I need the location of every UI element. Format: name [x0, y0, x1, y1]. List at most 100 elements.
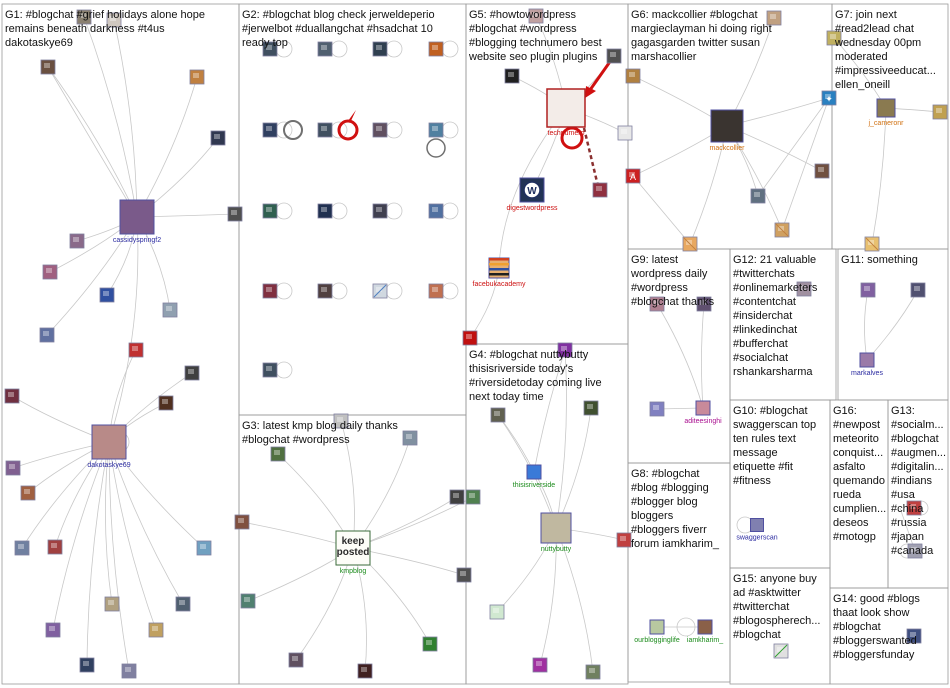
avatar-highlight	[432, 126, 438, 131]
node-mackcollier: mackcollier	[709, 110, 745, 152]
group-title-line: G12: 21 valuable	[733, 254, 816, 266]
avatar-highlight	[321, 45, 327, 50]
avatar-image	[92, 425, 126, 459]
avatar-highlight	[46, 268, 52, 273]
group-title-line: #insiderchat	[733, 310, 792, 322]
avatar-highlight	[469, 493, 475, 498]
avatar-highlight	[266, 126, 272, 131]
group-title-line: #twitterchats	[733, 268, 795, 280]
facebuk-logo-stripe	[489, 268, 509, 271]
group-title-line: #blogging technumero best	[469, 37, 602, 49]
avatar-highlight	[8, 392, 14, 397]
group-title-line: #indians	[891, 475, 932, 487]
user-node	[373, 204, 387, 218]
user-node	[289, 653, 303, 667]
group-title-line: G9: latest	[631, 254, 678, 266]
user-node	[5, 389, 19, 403]
avatar-highlight	[214, 134, 220, 139]
node-label: markalves	[851, 370, 883, 377]
kmpblog-logo-text: keep	[342, 536, 365, 547]
facebuk-logo-stripe	[489, 263, 509, 266]
user-node	[163, 303, 177, 317]
avatar-image	[711, 110, 743, 142]
group-title-line: #blogger blog	[631, 496, 698, 508]
avatar-highlight	[596, 186, 602, 191]
user-node	[618, 126, 632, 140]
user-node	[41, 60, 55, 74]
group-title-line: G11: something	[841, 254, 918, 266]
avatar-highlight	[361, 667, 367, 672]
user-node	[429, 42, 443, 56]
avatar-highlight	[43, 331, 49, 336]
user-node	[129, 343, 143, 357]
group-title-line: #impressiveeducat...	[835, 65, 936, 77]
avatar-highlight	[132, 346, 138, 351]
group-title-line: #riversidetoday coming live	[469, 377, 602, 389]
node-label: iamkharim_	[687, 637, 723, 644]
avatar-highlight	[200, 544, 206, 549]
group-title-line: G15: anyone buy	[733, 573, 817, 585]
user-node	[48, 540, 62, 554]
user-node	[149, 623, 163, 637]
group-title-line: #bloggerswanted	[833, 635, 917, 647]
avatar-highlight	[432, 45, 438, 50]
user-node	[15, 541, 29, 555]
node-label: cassidyspringf2	[113, 237, 161, 244]
facebuk-logo-stripe	[489, 273, 509, 276]
group-title-line: #blogchat	[733, 629, 781, 641]
avatar-highlight	[238, 518, 244, 523]
user-node	[105, 597, 119, 611]
user-node	[403, 431, 417, 445]
avatar-highlight	[754, 192, 760, 197]
avatar-highlight	[536, 661, 542, 666]
avatar-highlight	[18, 544, 24, 549]
avatar-highlight	[103, 291, 109, 296]
user-node	[40, 328, 54, 342]
avatar-highlight	[108, 600, 114, 605]
avatar-highlight	[426, 640, 432, 645]
avatar-highlight	[460, 571, 466, 576]
twitter-icon: ✦	[825, 94, 833, 104]
user-node	[159, 396, 173, 410]
group-title-line: moderated	[835, 51, 888, 63]
group-title-line: deseos	[833, 517, 869, 529]
node-label: facebukacademy	[473, 281, 526, 288]
group-title-line: #socialchat	[733, 352, 788, 364]
group-title-line: etiquette #fit	[733, 461, 793, 473]
user-node	[43, 265, 57, 279]
user-node	[235, 515, 249, 529]
group-title-line: G6: mackcollier #blogchat	[631, 9, 758, 21]
user-node	[318, 123, 332, 137]
user-node	[190, 70, 204, 84]
avatar-highlight	[162, 399, 168, 404]
node-cassidyspringf2: cassidyspringf2	[113, 200, 161, 244]
group-title-line: #linkedinchat	[733, 324, 797, 336]
node-technumero: technumero	[547, 89, 585, 137]
avatar-image	[696, 401, 710, 415]
avatar-highlight	[188, 369, 194, 374]
group-title-line: margieclayman hi doing right	[631, 23, 772, 35]
avatar-image	[541, 513, 571, 543]
avatar-highlight	[321, 207, 327, 212]
avatar-highlight	[587, 404, 593, 409]
group-title-line: wordpress daily	[630, 268, 708, 280]
group-title-line: forum iamkharim_	[631, 538, 720, 550]
avatar-highlight	[610, 52, 616, 57]
avatar-highlight	[493, 608, 499, 613]
user-node	[911, 283, 925, 297]
node-label: thisisriverside	[513, 482, 556, 489]
group-title-line: #blogchat	[891, 433, 939, 445]
group-title-line: #usa	[891, 489, 916, 501]
node-label: j_cameronr	[867, 120, 904, 127]
user-node	[463, 331, 477, 345]
group-title-line: #china	[891, 503, 924, 515]
user-node	[593, 183, 607, 197]
group-title-line: #fitness	[733, 475, 771, 487]
user-node	[626, 69, 640, 83]
node-label: kmpblog	[340, 568, 367, 575]
group-title-line: thaat look show	[833, 607, 909, 619]
user-node	[185, 366, 199, 380]
group-title-line: #blogchat thanks	[631, 296, 715, 308]
group-title-line: G5: #howtowordpress	[469, 9, 576, 21]
group-title-line: website seo plugin plugins	[468, 51, 598, 63]
